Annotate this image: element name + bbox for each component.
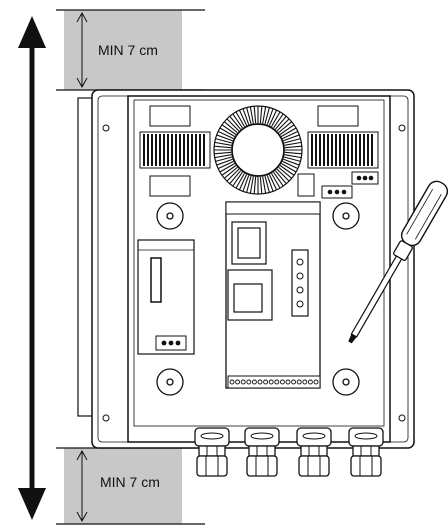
- heatsink-right-icon: [297, 105, 379, 199]
- cable-gland-row: [194, 427, 384, 477]
- left-module-icon: [137, 239, 195, 355]
- screwdriver-icon: [348, 180, 448, 344]
- clearance-zone-top: MIN 7 cm: [56, 9, 205, 91]
- clearance-label-bottom: MIN 7 cm: [100, 474, 160, 490]
- cable-gland-icon: [348, 427, 384, 477]
- double-arrow-icon: [18, 16, 46, 520]
- heatsink-left-icon: [139, 105, 211, 197]
- cable-gland-icon: [296, 427, 332, 477]
- toroidal-transformer-icon: [213, 105, 303, 195]
- cable-gland-icon: [194, 427, 230, 477]
- mounting-boss-icon: [156, 202, 360, 396]
- clearance-zone-bottom: MIN 7 cm: [56, 447, 205, 525]
- clearance-label-top: MIN 7 cm: [98, 42, 158, 58]
- terminal-block-icon: [227, 375, 321, 389]
- cable-gland-icon: [244, 427, 280, 477]
- central-board-icon: [225, 201, 321, 389]
